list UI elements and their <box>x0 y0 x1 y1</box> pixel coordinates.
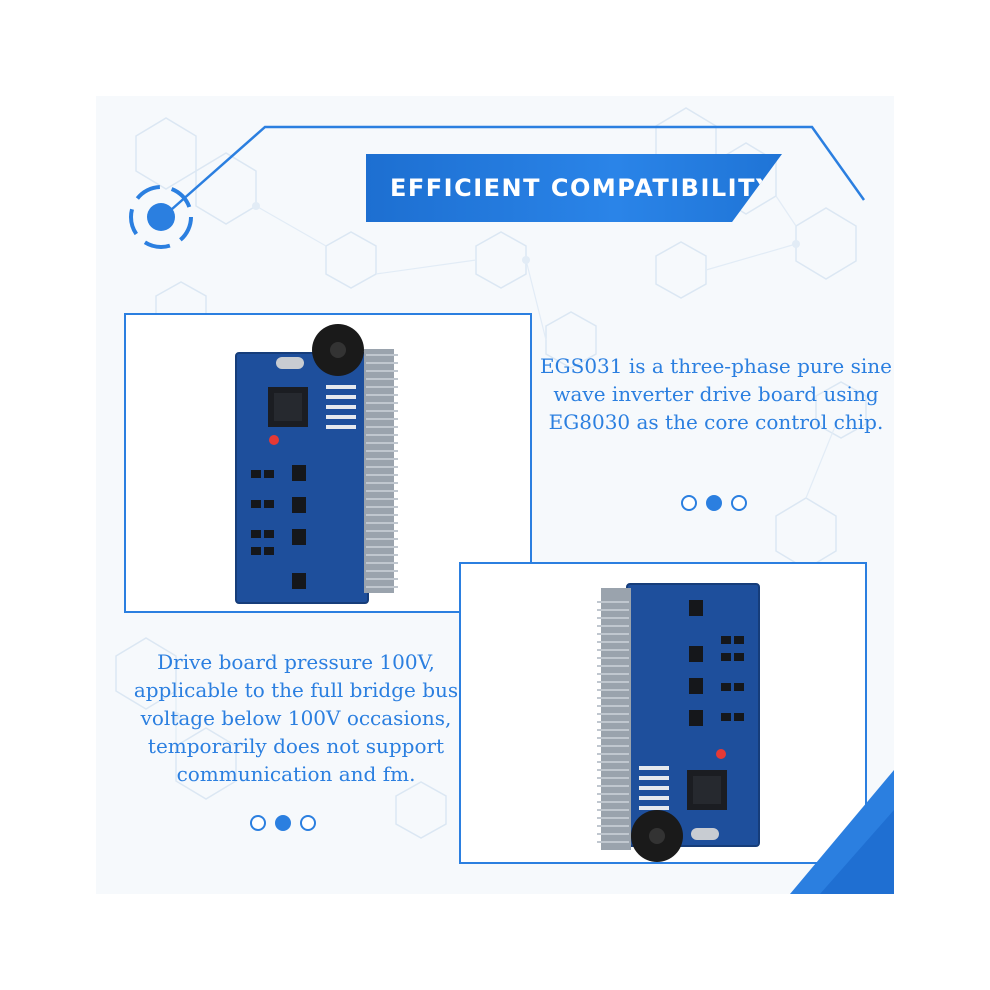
pcb-board-image <box>235 324 398 604</box>
product-image-bottom <box>459 562 867 864</box>
pagination-dot[interactable] <box>681 495 697 511</box>
description-left: Drive board pressure 100V, applicable to… <box>133 650 459 786</box>
pagination-dot-active[interactable] <box>275 815 291 831</box>
hexagon-pattern <box>115 107 867 839</box>
pagination-dot[interactable] <box>250 815 266 831</box>
corner-decoration <box>790 770 894 894</box>
section-banner: EFFICIENT COMPATIBILITY <box>366 154 782 222</box>
pagination-dot-active[interactable] <box>706 495 722 511</box>
pcb-board-image <box>597 583 760 862</box>
pagination-right <box>681 495 747 511</box>
pagination-dot[interactable] <box>731 495 747 511</box>
description-right: EGS031 is a three-phase pure sine wave i… <box>540 354 892 434</box>
pagination-dot[interactable] <box>300 815 316 831</box>
pagination-left <box>250 815 316 831</box>
banner-title: EFFICIENT COMPATIBILITY <box>390 174 775 202</box>
